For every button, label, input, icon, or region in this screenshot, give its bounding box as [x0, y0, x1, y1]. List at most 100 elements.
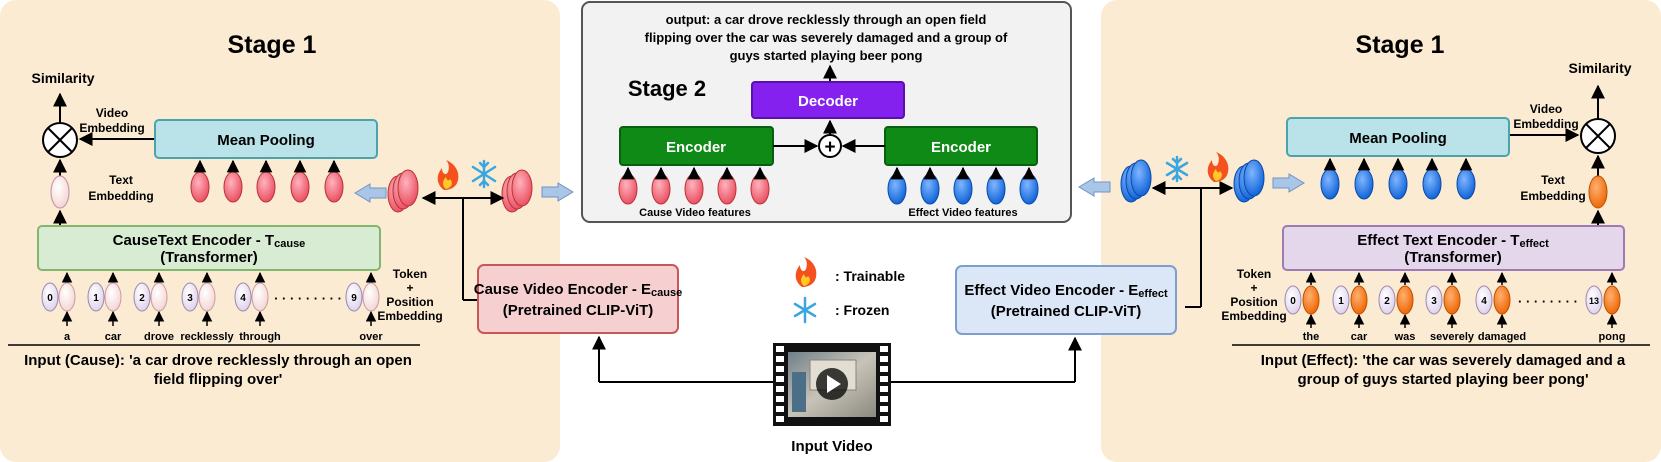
svg-text:2: 2: [1384, 296, 1390, 307]
left-text-embedding-token: [50, 175, 70, 209]
right-similarity-label: Similarity: [1568, 60, 1631, 76]
cause-video-encoder-box: [477, 264, 679, 334]
left-mean-pooling-label: Mean Pooling: [217, 132, 315, 149]
svg-text:0: 0: [47, 293, 53, 304]
cause-text-encoder-box: [37, 225, 381, 271]
right-input-text-2: group of guys started playing beer pong': [1297, 371, 1588, 388]
right-token-label-2: +: [1250, 281, 1257, 295]
effect-video-embedding-stack-left: [1120, 159, 1152, 203]
left-video-embedding-label-2: Embedding: [79, 121, 144, 135]
svg-text:13: 13: [1589, 296, 1599, 306]
left-token-0: 0: [41, 271, 76, 326]
left-token-4: 4: [234, 271, 269, 326]
trainable-fire-icon-cause: [437, 160, 459, 190]
right-frame-embeddings: [1320, 157, 1476, 200]
cause-video-embedding-stack-right: [501, 169, 533, 213]
stage2-cause-in-arrow: [541, 182, 574, 202]
right-transfer-arrow: [1272, 173, 1305, 193]
left-token-ellipsis: · · · · · · · · ·: [274, 291, 342, 306]
effect-text-encoder-box: [1282, 225, 1625, 271]
svg-text:3: 3: [187, 293, 193, 304]
stage2-encoder-cause-label: Encoder: [666, 139, 726, 156]
left-token-word-5: over: [359, 331, 383, 343]
left-token-word-2: drove: [144, 331, 174, 343]
right-token-inputs: 0 1 2 3 4: [1284, 271, 1621, 328]
left-token-word-1: car: [105, 331, 122, 343]
stage2-output-line-2: flipping over the car was severely damag…: [645, 30, 1008, 45]
right-mean-pooling-box: [1286, 117, 1510, 157]
frozen-snowflake-icon-effect: [1165, 155, 1189, 183]
right-token-word-2: was: [1394, 331, 1416, 343]
effect-text-encoder-subtitle: (Transformer): [1404, 249, 1502, 266]
right-token-1: 1: [1332, 271, 1368, 328]
legend-trainable-label: : Trainable: [835, 268, 905, 284]
right-token-2: 2: [1378, 271, 1414, 328]
right-token-word-3: severely: [1430, 331, 1475, 343]
right-stage-title: Stage 1: [1356, 31, 1445, 59]
input-video-thumbnail[interactable]: [773, 343, 891, 426]
frozen-snowflake-icon-cause: [471, 159, 497, 189]
fusion-plus-icon: +: [818, 134, 842, 158]
svg-text:0: 0: [1290, 296, 1296, 307]
left-token-2: 2: [133, 271, 168, 326]
right-text-embedding-label-1: Text: [1541, 173, 1565, 187]
left-text-embedding-label-1: Text: [109, 173, 133, 187]
right-video-embedding-label-1: Video: [1530, 102, 1562, 116]
left-token-word-0: a: [64, 331, 71, 343]
effect-video-encoder-subtitle: (Pretrained CLIP-ViT): [991, 303, 1142, 320]
stage2-output-line-1: output: a car drove recklessly through a…: [666, 12, 987, 27]
right-token-13: 13: [1585, 271, 1621, 328]
cause-video-features-label: Cause Video features: [639, 207, 751, 219]
right-mean-pooling-label: Mean Pooling: [1349, 130, 1447, 147]
effect-video-encoder-box: [955, 265, 1177, 335]
svg-text:4: 4: [1481, 296, 1487, 307]
svg-text:2: 2: [139, 293, 145, 304]
right-token-word-1: car: [1351, 331, 1368, 343]
left-video-embedding-label-1: Video: [96, 106, 128, 120]
cause-video-embedding-stack-left: [387, 169, 419, 213]
right-token-label-4: Embedding: [1221, 309, 1286, 323]
effect-video-features-label: Effect Video features: [908, 207, 1017, 219]
effect-text-encoder-title: Effect Text Encoder - Teffect: [1357, 232, 1549, 250]
right-token-4: 4: [1475, 271, 1511, 328]
right-input-text-1: Input (Effect): 'the car was severely da…: [1261, 352, 1626, 369]
left-token-label-2: +: [406, 281, 413, 295]
stage2-encoder-effect-label: Encoder: [931, 139, 991, 156]
left-token-label-1: Token: [393, 267, 427, 281]
left-mean-pooling-box: [154, 119, 378, 159]
left-frame-embeddings: [190, 159, 344, 203]
left-input-text-1: Input (Cause): 'a car drove recklessly t…: [24, 352, 412, 369]
svg-text:1: 1: [1338, 296, 1344, 307]
decoder-label: Decoder: [798, 93, 858, 110]
left-token-word-4: through: [239, 331, 281, 343]
left-token-1: 1: [87, 271, 122, 326]
right-text-embedding-token: [1588, 175, 1608, 209]
stage2-output-line-3: guys started playing beer pong: [730, 48, 923, 63]
right-similarity-op-icon: [1580, 118, 1616, 154]
right-text-embedding-label-2: Embedding: [1520, 189, 1585, 203]
svg-text:4: 4: [240, 293, 246, 304]
input-video-label: Input Video: [791, 438, 872, 455]
decoder-box: [751, 81, 905, 119]
right-token-word-0: the: [1303, 331, 1320, 343]
svg-text:1: 1: [93, 293, 99, 304]
right-token-ellipsis: · · · · · · · ·: [1518, 294, 1578, 309]
effect-video-encoder-title: Effect Video Encoder - Eeffect: [964, 282, 1168, 300]
left-token-9: 9: [345, 271, 380, 326]
svg-text:9: 9: [351, 293, 357, 304]
left-token-inputs: 0 1 2 3 4: [41, 271, 380, 326]
stage2-effect-in-arrow: [1078, 177, 1111, 197]
right-token-word-4: damaged: [1478, 331, 1526, 343]
trainable-fire-icon-effect: [1207, 152, 1229, 182]
right-video-embedding-label-2: Embedding: [1513, 117, 1578, 131]
right-token-3: 3: [1425, 271, 1461, 328]
left-similarity-op-icon: [42, 122, 78, 158]
right-token-word-5: pong: [1599, 331, 1626, 343]
left-transfer-arrow: [354, 183, 387, 203]
right-token-label-1: Token: [1237, 267, 1271, 281]
stage2-cause-features: [618, 166, 770, 205]
legend-fire-icon: [795, 257, 817, 287]
cause-text-encoder-title: CauseText Encoder - Tcause: [113, 232, 306, 250]
cause-video-encoder-subtitle: (Pretrained CLIP-ViT): [503, 302, 654, 319]
